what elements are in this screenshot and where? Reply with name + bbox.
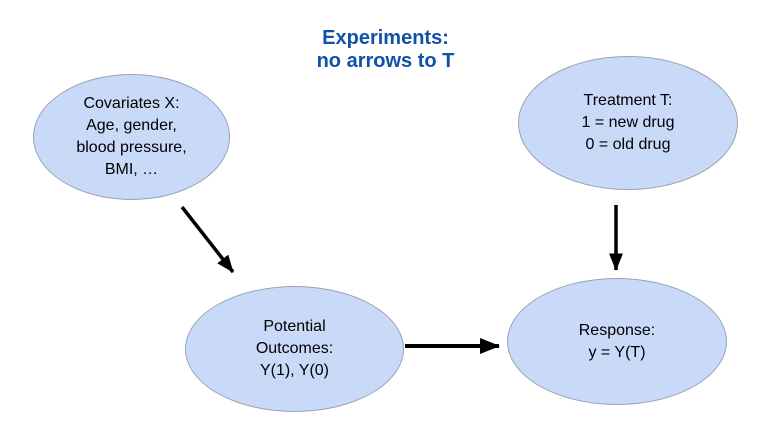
node-text-line: BMI, … [104,161,159,178]
node-response-text: Response: y = Y(T) [579,320,656,364]
node-text-line: y = Y(T) [588,343,646,361]
node-covariates-text: Covariates X: Age, gender, blood pressur… [76,93,186,181]
node-text-line: Covariates X: [83,95,180,112]
node-potential-outcomes-text: Potential Outcomes: Y(1), Y(0) [256,316,333,382]
node-text-line: blood pressure, [76,139,187,156]
title-line-2: no arrows to T [316,50,455,72]
node-text-line: Age, gender, [86,117,177,134]
node-text-line: Response: [578,321,656,339]
diagram-title: Experiments: no arrows to T [0,27,771,73]
arrow-covariates-to-potential-outcomes [180,205,235,274]
node-text-line: 1 = new drug [581,114,675,131]
node-covariates: Covariates X: Age, gender, blood pressur… [33,74,230,200]
node-text-line: Y(1), Y(0) [259,362,330,379]
title-line-1: Experiments: [322,27,449,49]
node-text-line: 0 = old drug [585,136,671,153]
node-text-line: Outcomes: [255,340,334,357]
node-response: Response: y = Y(T) [507,278,727,405]
node-text-line: Treatment T: [583,92,673,109]
node-treatment: Treatment T: 1 = new drug 0 = old drug [518,56,738,190]
node-potential-outcomes: Potential Outcomes: Y(1), Y(0) [185,286,404,412]
node-text-line: Potential [263,318,326,335]
node-treatment-text: Treatment T: 1 = new drug 0 = old drug [582,90,675,156]
